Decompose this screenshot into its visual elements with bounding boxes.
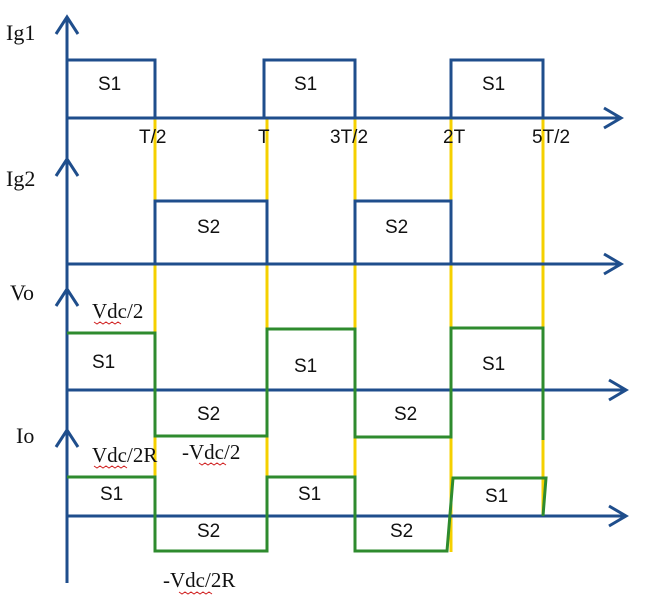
ig2-axis-label: Ig2 (6, 166, 35, 191)
vo-positive-level: Vdc/2 (92, 299, 143, 323)
io-axis-label: Io (16, 423, 34, 448)
io-s2-label: S2 (197, 521, 220, 542)
ig1-gate-pulses (67, 58, 545, 118)
vo-axis-arrowhead (54, 286, 80, 307)
vo-waveform (67, 326, 545, 440)
io-negative-level: -Vdc/2R (163, 568, 235, 592)
ig1-s1-label: S1 (294, 74, 317, 95)
vo-axis-label: Vo (10, 280, 34, 305)
vo-s1-label: S1 (294, 356, 317, 377)
io-waveform (67, 475, 548, 553)
vo-negative-level: -Vdc/2 (182, 440, 240, 464)
vo-s1-label: S1 (92, 352, 115, 373)
ig1-pulse-1 (67, 58, 157, 118)
time-axes (67, 106, 629, 528)
tick-t: T (258, 127, 270, 148)
ig1-axis-label: Ig1 (6, 20, 35, 45)
vo-s2-label: S2 (197, 404, 220, 425)
ig1-axis-arrowhead (54, 14, 80, 35)
spellcheck-squiggles (93, 321, 227, 595)
tick-five-half-t: 5T/2 (532, 127, 570, 148)
vo-s1-label: S1 (482, 354, 505, 375)
ig1-pulse-3 (449, 58, 545, 118)
ig2-s2-label: S2 (197, 217, 220, 238)
ig2-pulse-1 (153, 199, 269, 264)
io-s1-label: S1 (100, 484, 123, 505)
ig1-s1-label: S1 (482, 74, 505, 95)
io-positive-level: Vdc/2R (92, 443, 157, 467)
vo-s2-label: S2 (394, 404, 417, 425)
ig2-s2-label: S2 (385, 217, 408, 238)
ig2-axis-arrowhead (54, 156, 80, 177)
ig2-gate-pulses (153, 199, 453, 264)
tick-two-t: 2T (443, 127, 466, 148)
tick-three-half-t: 3T/2 (330, 127, 368, 148)
io-s2-label: S2 (390, 521, 413, 542)
io-s1-label: S1 (298, 484, 321, 505)
ig2-pulse-2 (353, 199, 453, 264)
vertical-axis (54, 14, 80, 583)
ig1-s1-label: S1 (98, 74, 121, 95)
ig1-pulse-2 (262, 58, 357, 118)
io-s1-label: S1 (485, 486, 508, 507)
tick-half-t: T/2 (139, 127, 166, 148)
io-axis-arrowhead (54, 427, 80, 448)
